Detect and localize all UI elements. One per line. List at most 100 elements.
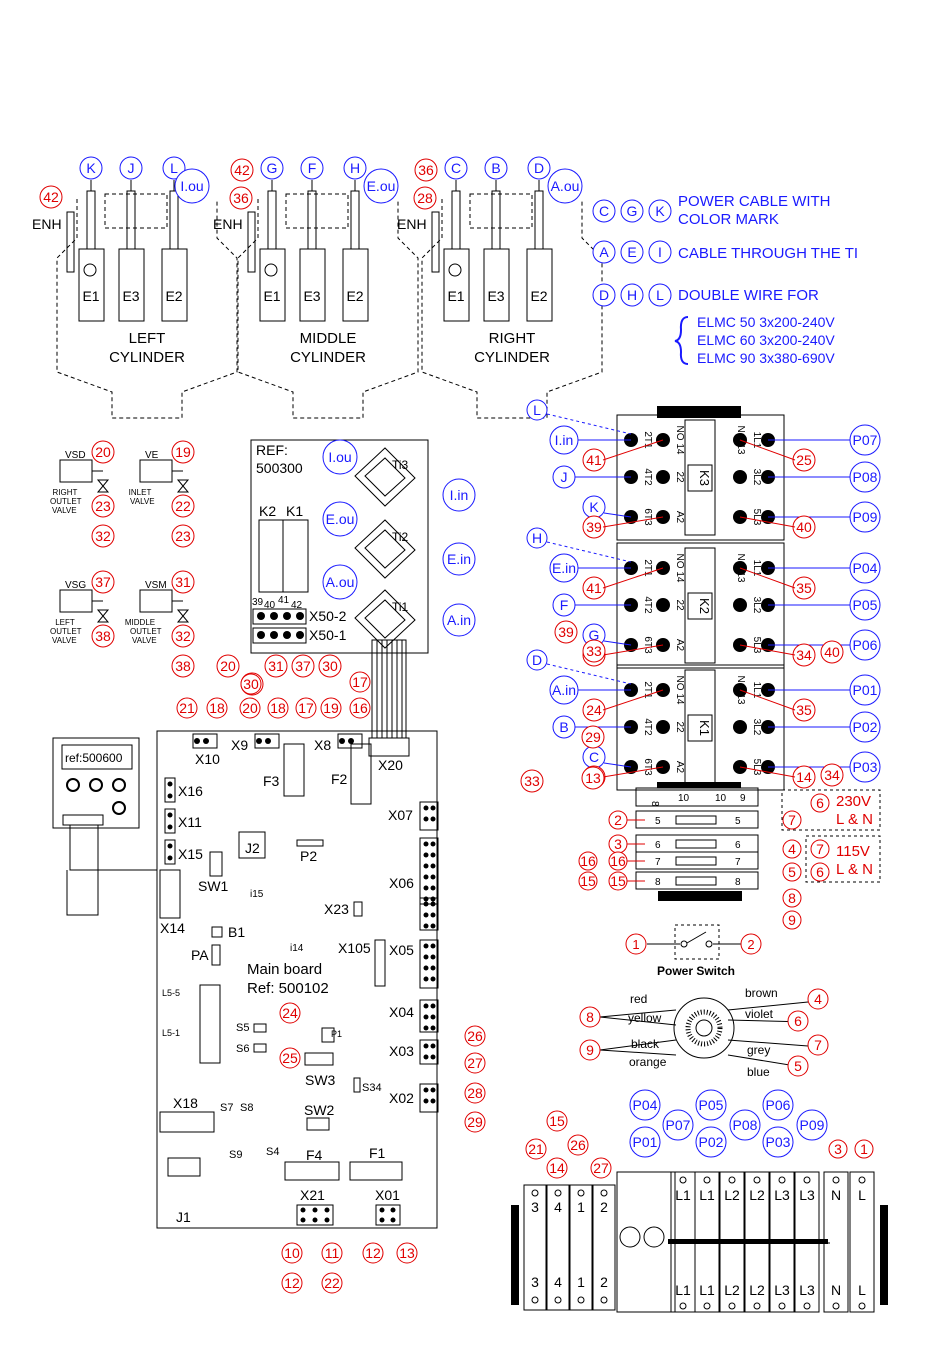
- cylinder-name: CYLINDER: [474, 349, 550, 366]
- x50-terminal: [270, 612, 278, 620]
- side-connector: [419, 837, 439, 905]
- f3-fuse: [283, 743, 305, 797]
- wire: [739, 644, 796, 656]
- valve-label: MIDDLE: [125, 618, 155, 627]
- screw: [577, 1296, 585, 1304]
- legend-text: DOUBLE WIRE FOR: [678, 287, 819, 304]
- conn-label: X06: [389, 875, 414, 891]
- din-end: [511, 1205, 519, 1305]
- pin: [390, 1207, 396, 1213]
- screw: [577, 1189, 585, 1197]
- valve-coil: [59, 459, 93, 483]
- board-num-circle: [206, 697, 228, 719]
- contactor-name: K1: [697, 720, 712, 736]
- elmc-text: ELMC 60 3x200-240V: [697, 332, 835, 348]
- valve-label: VALVE: [52, 636, 77, 645]
- fuse-cell: 6: [735, 840, 741, 851]
- contact-label: NO 14: [674, 426, 685, 455]
- pin: [430, 1003, 436, 1009]
- contact-label: 1L1: [751, 432, 762, 449]
- terminal-num-circle: [546, 1157, 568, 1179]
- pin: [167, 781, 173, 787]
- terminal-p: P03: [766, 1134, 791, 1150]
- cylinder-top-box: [469, 193, 533, 229]
- f4: [284, 1161, 340, 1181]
- side-connector: [419, 897, 439, 931]
- terminal-num: 26: [570, 1137, 586, 1153]
- wire: [739, 439, 796, 461]
- sw2: [306, 1117, 330, 1131]
- cylinder-name: RIGHT: [489, 330, 536, 347]
- pin: [430, 805, 436, 811]
- board-num-circle: [295, 697, 317, 719]
- terminal-strip: 334411222115142627L1L1L1L1L2L2L2L2L3L3L3…: [511, 1089, 888, 1313]
- board-num-circle: [281, 1242, 303, 1264]
- pin: [423, 816, 429, 822]
- cable-tag-circle: [527, 156, 551, 180]
- contactor-num-circle: [554, 620, 578, 644]
- cylinder-body: [421, 199, 603, 419]
- wire-violet: violet: [745, 1007, 774, 1021]
- contact-label: 4T2: [642, 468, 653, 486]
- pin: [423, 1087, 429, 1093]
- contact-label: 1L1: [751, 682, 762, 699]
- electrode: [299, 248, 326, 322]
- pin: [430, 1025, 436, 1031]
- conn-label: F4: [306, 1147, 323, 1163]
- x50-bot-num: 30: [322, 658, 338, 674]
- contactor-tag: K: [589, 499, 599, 515]
- fuse-num: 3: [614, 836, 622, 852]
- electrode-label: E2: [530, 288, 547, 304]
- contact-label: 4T2: [642, 718, 653, 736]
- terminal-num: 14: [549, 1160, 565, 1176]
- contactor-left-tag-circle: [526, 649, 548, 671]
- cylinder-name: MIDDLE: [300, 330, 357, 347]
- display: [61, 744, 133, 770]
- terminal-p-circle: [796, 1109, 828, 1141]
- screw: [858, 1302, 866, 1310]
- valve-label: LEFT: [55, 618, 75, 627]
- terminal-label: L3: [799, 1282, 815, 1298]
- electrode-mark: [83, 263, 97, 277]
- terminal-num-circle: [854, 1139, 874, 1159]
- ti-box: REF: 500300 K2 K1 Ti3I.ouI.inTi2E.ouE.in…: [216, 439, 476, 696]
- conn-label: SW2: [304, 1102, 335, 1118]
- conn-label: X07: [388, 807, 413, 823]
- pin: [430, 912, 436, 918]
- wire-blue: blue: [747, 1065, 770, 1079]
- screw: [554, 1189, 562, 1197]
- contactor-name: K2: [697, 598, 712, 614]
- valve-num: 31: [175, 574, 191, 590]
- contactor-rail: [657, 782, 741, 788]
- board-title: Main board: [247, 961, 322, 978]
- pin: [430, 1098, 436, 1104]
- ti-out: A.ou: [326, 574, 355, 590]
- wire-orange: orange: [629, 1055, 667, 1069]
- terminal-num: 27: [593, 1160, 609, 1176]
- pin: [423, 976, 429, 982]
- ti-core: [354, 589, 416, 649]
- electrode-label: E2: [165, 288, 182, 304]
- valve-num-circle: [171, 570, 195, 594]
- pin: [430, 943, 436, 949]
- x50-1-label: X50-1: [309, 627, 347, 643]
- enh-num-circle: [230, 158, 254, 182]
- wire: [599, 1016, 677, 1026]
- wire: [602, 516, 664, 528]
- trans-num-circle: [579, 1039, 601, 1061]
- valve-num: 38: [95, 628, 111, 644]
- x50-terminal: [270, 631, 278, 639]
- contactor-num: 40: [824, 644, 840, 660]
- board-num-circle: [321, 1272, 343, 1294]
- toroid-winding: [685, 1009, 723, 1047]
- ti-core-inner: [364, 457, 406, 497]
- conn-label: S8: [240, 1102, 253, 1114]
- legend-mark-circle: [620, 199, 644, 223]
- pin: [379, 1217, 385, 1223]
- electrode-label: E1: [82, 288, 99, 304]
- terminal-dot: [733, 598, 747, 612]
- wire: [739, 766, 796, 778]
- relay-k2-label: K2: [259, 503, 276, 519]
- conn-label: F1: [369, 1145, 386, 1161]
